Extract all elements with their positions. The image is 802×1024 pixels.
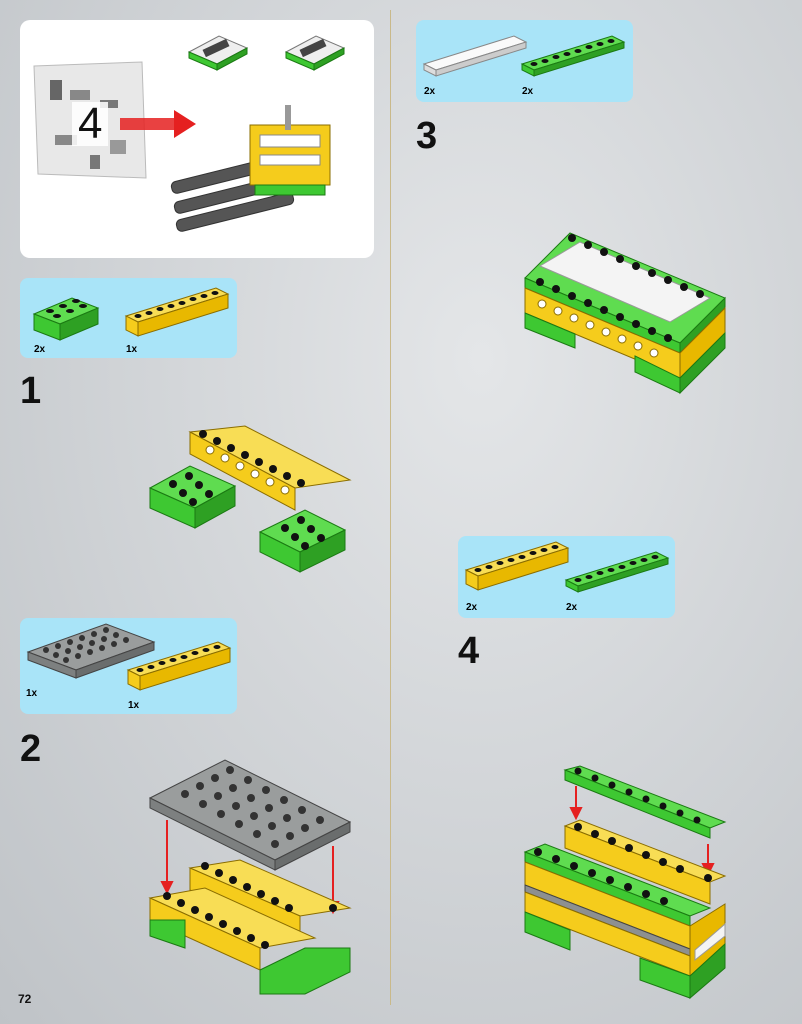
step-2-part-2-qty: 1x [128,700,140,711]
step-1-part-1-qty: 2x [34,344,46,355]
module-preview-left [187,35,249,71]
bag-number: 4 [72,102,109,146]
subassembly-callout: 4 [20,20,374,258]
yellow-technic-brick-part [124,287,230,337]
gray-plate-part [26,623,156,679]
step-1-parts-panel: 2x 1x [20,278,237,358]
step-4-part-1-qty: 2x [466,602,478,613]
step-3-part-1-qty: 2x [424,86,436,97]
step-4-build-illustration [523,765,727,1000]
step-4-parts-panel: 2x 2x [458,536,675,618]
step-2-build-illustration [148,759,352,995]
white-tile-part [422,35,528,77]
step-1-number: 1 [20,370,42,412]
column-divider [390,10,391,1005]
yellow-technic-brick-part-3 [464,541,570,591]
step-4-part-2-qty: 2x [566,602,578,613]
step-3-part-2-qty: 2x [522,86,534,97]
green-plate-part [520,35,626,77]
step-2-parts-panel: 1x 1x [20,618,237,714]
green-plate-part-2 [564,551,670,593]
module-preview-right [284,35,346,71]
step-3-number: 3 [416,115,438,157]
step-4-number: 4 [458,630,480,672]
step-1-build-illustration [148,425,352,573]
yellow-technic-brick-part-2 [126,641,232,691]
step-1-part-2-qty: 1x [126,344,138,355]
completed-module-preview [170,105,331,232]
step-2-number: 2 [20,728,42,770]
next-arrow-icon [120,110,196,138]
step-3-parts-panel: 2x 2x [416,20,633,102]
green-2x3-brick-part [32,297,100,341]
step-2-part-1-qty: 1x [26,688,38,699]
page-number: 72 [18,992,32,1006]
step-3-build-illustration [524,232,726,395]
